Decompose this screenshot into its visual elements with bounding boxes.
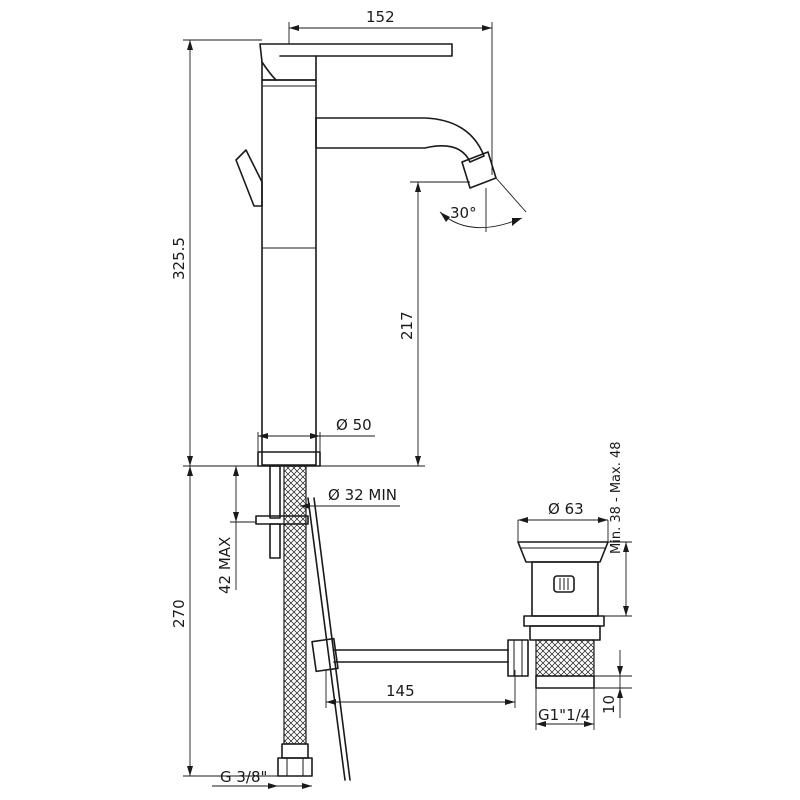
spout bbox=[315, 117, 485, 163]
dim-waste-tail-label: 10 bbox=[600, 695, 618, 714]
dim-total-height-label: 325.5 bbox=[170, 237, 188, 280]
dim-deck-max: 42 MAX bbox=[216, 465, 258, 594]
dim-waste-diameter-label: Ø 63 bbox=[548, 500, 584, 518]
dim-rod-length-label: 145 bbox=[386, 682, 415, 700]
hose-nut bbox=[277, 757, 313, 777]
waste-slot bbox=[553, 575, 575, 593]
dim-spout-reach-label: 152 bbox=[366, 8, 395, 26]
dim-spout-height: 217 bbox=[320, 181, 470, 467]
supply-hose bbox=[277, 465, 313, 777]
dim-rod-length: 145 bbox=[325, 670, 516, 708]
popup-rod bbox=[307, 497, 509, 781]
dim-hose-length: 270 bbox=[170, 466, 278, 777]
fixing-washer bbox=[255, 515, 309, 525]
dim-waste-thread: G1"1/4 bbox=[535, 688, 595, 730]
threaded-shank bbox=[230, 465, 309, 559]
faucet-column bbox=[261, 79, 317, 466]
dim-aerator-angle-label: 30° bbox=[450, 204, 477, 222]
waste-body bbox=[531, 561, 599, 617]
rod-clamp bbox=[311, 637, 339, 673]
dim-aerator-angle: 30° bbox=[439, 177, 527, 232]
dim-waste-tail: 10 bbox=[594, 650, 632, 718]
dim-waste-range-label: Min. 38 - Max. 48 bbox=[609, 441, 624, 554]
dim-total-height: 325.5 bbox=[170, 39, 262, 467]
dim-connection-label: G 3/8" bbox=[220, 768, 267, 786]
dim-body-diameter-label: Ø 50 bbox=[336, 416, 372, 434]
dim-hose-length-label: 270 bbox=[170, 599, 188, 628]
side-knob bbox=[235, 149, 263, 207]
waste-link-nut bbox=[507, 639, 529, 677]
lever-handle bbox=[259, 43, 453, 81]
dim-spout-reach: 152 bbox=[288, 8, 493, 175]
dim-waste-diameter: Ø 63 bbox=[517, 500, 609, 542]
waste-tail bbox=[535, 675, 595, 689]
waste-cap bbox=[517, 541, 609, 563]
dim-spout-height-label: 217 bbox=[398, 311, 416, 340]
dim-waste-thread-label: G1"1/4 bbox=[538, 706, 590, 724]
dim-waste-range: Min. 38 - Max. 48 bbox=[598, 441, 632, 617]
dim-body-diameter: Ø 50 bbox=[257, 416, 375, 452]
dim-connection: G 3/8" bbox=[212, 768, 312, 789]
faucet-base bbox=[257, 451, 321, 467]
dim-deck-max-label: 42 MAX bbox=[216, 537, 234, 594]
faucet-body bbox=[235, 43, 497, 467]
waste-assembly bbox=[507, 541, 609, 689]
dim-hole-diameter: Ø 32 MIN bbox=[300, 486, 400, 509]
dim-hole-diameter-label: Ø 32 MIN bbox=[328, 486, 397, 504]
